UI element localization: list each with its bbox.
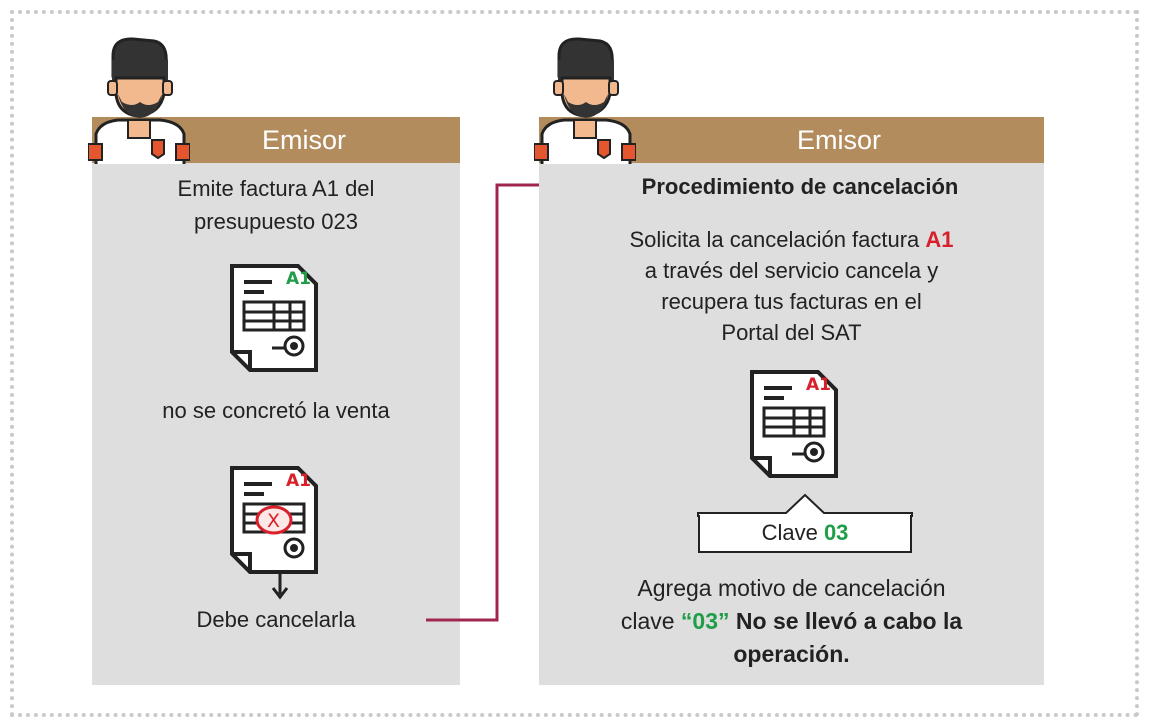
issuer-avatar-icon [88,37,190,164]
request-cancellation-line1: Solicita la cancelación factura A1 [539,224,1044,255]
reason-code: “03” [680,608,730,634]
cancelled-invoice-icon: X A1 [230,466,318,574]
cancelled-invoice-code: A1 [286,471,311,491]
emit-invoice-line2: presupuesto 023 [194,209,358,234]
request-cancellation-line4: Portal del SAT [721,320,862,345]
must-cancel-text: Debe cancelarla [196,607,356,632]
cancel-x-mark: X [267,510,280,532]
clave-value: 03 [823,520,849,545]
desc-line1-text: Solicita la cancelación factura [629,227,926,252]
reason-line2: clave “03” No se llevó a cabo la [539,606,1044,637]
reason-line2-text: clave [620,608,681,634]
clave-tag-roof [697,493,913,517]
invoice-code-label: A1 [286,269,311,289]
invoice-code-label: A1 [806,375,831,395]
request-cancellation-line2: a través del servicio cancela y [644,258,939,283]
request-cancellation-line3: recupera tus facturas en el [661,289,922,314]
invoice-document-icon: A1 [750,370,838,478]
invoice-document-icon: A1 [230,264,318,372]
reason-line3: operación. [733,641,850,667]
clave-label: Clave [761,520,824,545]
emit-invoice-line1: Emite factura A1 del [177,176,375,201]
down-arrow-icon [271,572,289,600]
clave-tag: Clave 03 [698,515,912,553]
dotted-frame [10,10,1139,717]
header-label: Emisor [262,125,347,155]
issuer-avatar-icon [534,37,636,164]
cancellation-procedure-title: Procedimiento de cancelación [641,174,959,199]
reason-bold-text: No se llevó a cabo la [729,608,963,634]
header-label: Emisor [797,125,882,155]
sale-not-concluded-text: no se concretó la venta [162,398,390,423]
reason-line1: Agrega motivo de cancelación [637,575,946,601]
desc-invoice-code: A1 [925,227,954,252]
